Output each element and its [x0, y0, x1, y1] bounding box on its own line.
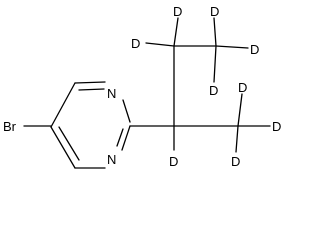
bond-c2-n3-double	[116, 128, 124, 147]
atom-d-methyl2-bottom-label: D	[231, 154, 240, 169]
bond-methyl2-d-bottom	[235, 125, 239, 153]
atom-d-methyl1-top-label: D	[210, 4, 219, 19]
bond-n1-c2	[122, 99, 131, 123]
atom-d-methyl1-bottom-label: D	[209, 83, 218, 98]
bond-methyl1-d-bottom	[213, 45, 217, 83]
bond-c4-c5	[50, 126, 76, 169]
bond-methyl1-d-top	[213, 17, 217, 47]
bond-c6-n1-double	[78, 88, 105, 91]
atom-d-center-label: D	[169, 154, 178, 169]
bond-c5-c6	[50, 82, 76, 128]
atom-br-label: Br	[3, 119, 17, 134]
bond-upper-d-top	[173, 17, 179, 47]
bond-upper-d-left	[145, 42, 175, 47]
atom-d-methyl1-right-label: D	[250, 42, 259, 57]
atom-d-upper-left-label: D	[131, 36, 140, 51]
atom-d-upper-top-label: D	[173, 4, 182, 19]
molecule-drawing: Br N N D D D D D D D D D	[3, 4, 281, 169]
structure-canvas: Br N N D D D D D D D D D	[3, 4, 281, 169]
atom-n-bottom-label: N	[107, 152, 116, 167]
bond-methyl1-d-right	[215, 45, 249, 49]
atom-d-methyl2-top-label: D	[238, 80, 247, 95]
bond-c6-n1	[74, 81, 106, 84]
bond-c2-n3	[121, 125, 131, 151]
atom-n-top-label: N	[107, 86, 116, 101]
bond-c4-c5-double	[58, 126, 80, 161]
bond-methyl2-d-top	[237, 93, 243, 127]
atom-d-methyl2-right-label: D	[272, 119, 281, 134]
